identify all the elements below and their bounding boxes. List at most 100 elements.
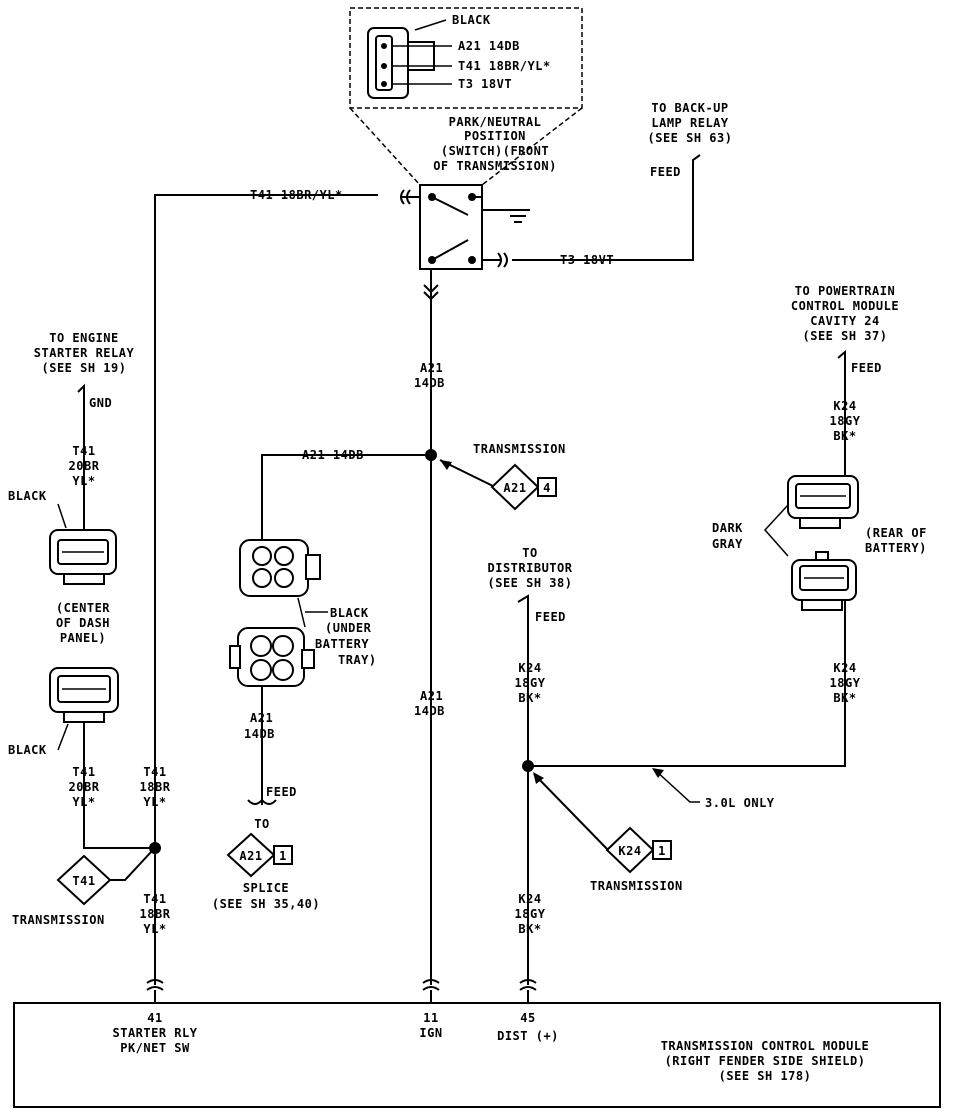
engine-starter-label: TO ENGINE (49, 331, 119, 345)
tcm-label: (RIGHT FENDER SIDE SHIELD) (665, 1054, 866, 1068)
feed-hook (517, 594, 529, 985)
wire-label: 14DB (414, 704, 445, 718)
inset-wire-label: A21 14DB (458, 39, 520, 53)
wire-label: A21 (420, 689, 443, 703)
connector-label: (REAR OF (865, 526, 927, 540)
tag-label: TRANSMISSION (12, 913, 105, 927)
wire-label: K24 (833, 661, 856, 675)
connector-icon (237, 627, 305, 687)
battery-tray-connectors: BLACK (UNDER BATTERY TRAY) A21 14DB FEED… (229, 539, 376, 831)
connector-latch (305, 554, 321, 580)
wire-label: YL* (143, 922, 166, 936)
tag-diamond (56, 854, 112, 906)
splice-label: SPLICE (243, 881, 289, 895)
tag-box (273, 845, 293, 865)
pin-label: PK/NET SW (120, 1041, 190, 1055)
tag-k24-transmission: K24 1 TRANSMISSION (590, 826, 682, 893)
wire-label: BK* (518, 922, 541, 936)
connector-label: BATTERY) (865, 541, 927, 555)
pn-switch-body (419, 184, 483, 270)
backup-lamp-label: TO BACK-UP (651, 101, 728, 115)
tag-box (537, 477, 557, 497)
pin-label: IGN (419, 1026, 442, 1040)
inset-pin-1 (381, 43, 387, 49)
tag-leader (533, 773, 609, 851)
tcm-label: TRANSMISSION CONTROL MODULE (661, 1039, 870, 1053)
connector-latch (301, 649, 315, 669)
inset-black-label: BLACK (452, 13, 491, 27)
arrow-icon (533, 772, 544, 784)
wire-label: T41 (72, 765, 95, 779)
only-label: 3.0L ONLY (705, 796, 775, 810)
feed-label: FEED (851, 361, 882, 375)
distributor-section: TO DISTRIBUTOR (SEE SH 38) FEED K24 18GY… (488, 546, 609, 985)
to-label: TO (254, 817, 269, 831)
wire-label: 18BR (140, 907, 171, 921)
engine-starter-section: TO ENGINE STARTER RELAY (SEE SH 19) GND … (8, 331, 171, 985)
ground-icon (506, 209, 530, 223)
connector-latch (799, 517, 841, 529)
wire-label: BK* (518, 691, 541, 705)
tcm-label: (SEE SH 178) (719, 1069, 812, 1083)
wire-label: K24 (833, 399, 856, 413)
wire-label: YL* (143, 795, 166, 809)
wire-label: 20BR (69, 459, 100, 473)
arrow-icon (652, 768, 664, 778)
distributor-label: DISTRIBUTOR (488, 561, 573, 575)
connector-cavity (250, 659, 272, 681)
wire-label: K24 (518, 661, 541, 675)
transmission-control-module: 41 STARTER RLY PK/NET SW 11 IGN 45 DIST … (13, 1002, 941, 1108)
pin-number: 11 (423, 1011, 438, 1025)
tag-t41-transmission: T41 TRANSMISSION (12, 854, 112, 927)
wire-label: BK* (833, 691, 856, 705)
connector-label: BLACK (8, 743, 47, 757)
tag-num: 1 (279, 849, 287, 863)
pcm-label: CONTROL MODULE (791, 299, 899, 313)
connector-latch (229, 645, 241, 669)
connector-latch (801, 599, 843, 611)
tag-wire: K24 (618, 844, 641, 858)
wire-label: K24 (518, 892, 541, 906)
tag-a21-transmission: A21 4 TRANSMISSION (473, 442, 565, 511)
connector-break-icon (497, 252, 508, 268)
inset-wire-label: T3 18VT (458, 77, 512, 91)
connector-label: GRAY (712, 537, 743, 551)
pcm-label: CAVITY 24 (810, 314, 880, 328)
inset-pin-2 (381, 63, 387, 69)
connector-latch (815, 551, 829, 561)
connector-break-icon (146, 979, 164, 991)
inset-leader-right (481, 107, 583, 186)
wire-label: 18GY (830, 414, 861, 428)
pin-label: STARTER RLY (113, 1026, 198, 1040)
wire-label: T41 (143, 765, 166, 779)
connector-cavity (272, 635, 294, 657)
label-leader (763, 504, 789, 557)
distributor-label: (SEE SH 38) (488, 576, 573, 590)
connector-icon (239, 539, 309, 597)
connector-break-icon (400, 189, 411, 205)
connector-cavity (274, 568, 294, 588)
switch-contact (468, 256, 476, 264)
pcm-label: TO POWERTRAIN (795, 284, 895, 298)
wire-label: 18GY (515, 907, 546, 921)
pin-number: 45 (520, 1011, 535, 1025)
feed-label: FEED (266, 785, 297, 799)
wire-label: A21 14DB (302, 448, 364, 462)
backup-lamp-label: (SEE SH 63) (648, 131, 733, 145)
wire-label: 14DB (244, 727, 275, 741)
wire-label: YL* (72, 474, 95, 488)
wire-label: A21 (420, 361, 443, 375)
label-leader (57, 503, 67, 529)
tag-wire: A21 (239, 849, 262, 863)
switch-blade (431, 239, 469, 261)
feed-label: FEED (650, 165, 681, 179)
wire-label: T41 (72, 444, 95, 458)
connector-label: OF DASH (56, 616, 110, 630)
pn-switch-label: (SWITCH)(FRONT (441, 144, 549, 158)
splice-label: (SEE SH 35,40) (212, 897, 320, 911)
connector-cavity (252, 546, 272, 566)
backup-lamp-label: LAMP RELAY (651, 116, 729, 130)
label-leader (57, 723, 69, 751)
wire-label: 20BR (69, 780, 100, 794)
